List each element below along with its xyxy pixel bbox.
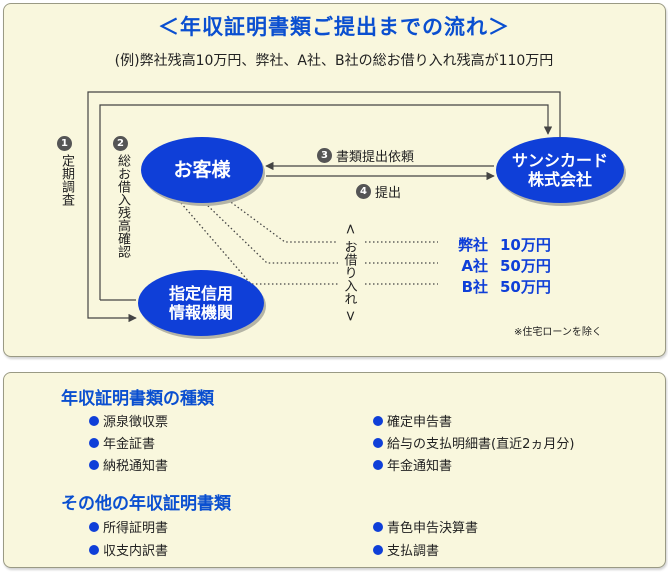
borrowing-company: B社 — [461, 278, 488, 296]
borrowing-text: お借り入れ — [341, 240, 357, 305]
step1-arrow — [87, 91, 561, 323]
borrow-line-b — [180, 202, 338, 285]
customer-node: お客様 — [141, 137, 263, 203]
borrowing-row-b: B社 50万円 — [443, 276, 551, 297]
step1-label: 1 定期調査 — [57, 136, 76, 206]
list-item: 年金通知書 — [373, 455, 452, 474]
bullet-icon — [89, 437, 99, 448]
step4-label: 4 提出 — [356, 182, 401, 201]
agency-label-line1: 指定信用 — [168, 283, 233, 303]
list-item: 年金証書 — [89, 433, 155, 452]
flow-connectors — [87, 91, 561, 323]
section-title-income-docs: 年収証明書類の種類 — [61, 389, 214, 409]
list-item: 源泉徴収票 — [89, 411, 168, 430]
step3-number: 3 — [317, 148, 332, 163]
list-item: 支払調書 — [373, 540, 439, 559]
bullet-icon — [373, 544, 383, 555]
step2-number: 2 — [113, 136, 128, 151]
list-item: 確定申告書 — [373, 411, 452, 430]
borrowing-amount: 50万円 — [500, 278, 551, 296]
borrowing-company: A社 — [461, 257, 488, 275]
borrowing-company: 弊社 — [457, 236, 488, 254]
borrowing-row-a: A社 50万円 — [443, 255, 551, 276]
bullet-icon — [373, 415, 383, 426]
bullet-icon — [373, 521, 383, 532]
step3-label: 3 書類提出依頼 — [317, 146, 414, 165]
step2-label: 2 総お借入残高確認 — [113, 136, 132, 258]
list-item: 所得証明書 — [89, 517, 168, 536]
document-types-panel — [3, 372, 666, 568]
page-title: ＜年収証明書類ご提出までの流れ＞ — [158, 15, 510, 39]
borrowing-amount: 50万円 — [500, 257, 551, 275]
agency-label-line2: 情報機関 — [168, 303, 233, 322]
borrowing-row-own: 弊社 10万円 — [443, 234, 551, 255]
step2-text: 総お借入残高確認 — [115, 154, 130, 258]
list-item: 納税通知書 — [89, 455, 168, 474]
bullet-icon — [89, 544, 99, 555]
bullet-icon — [89, 521, 99, 532]
step2-arrow — [99, 104, 553, 300]
borrow-line-a — [204, 202, 338, 264]
company-label-line2: 株式会社 — [527, 170, 592, 189]
section-title-other-docs: その他の年収証明書類 — [61, 494, 231, 514]
step1-number: 1 — [57, 136, 72, 151]
bullet-icon — [373, 437, 383, 448]
company-node: サンシカード 株式会社 — [496, 137, 624, 203]
step4-number: 4 — [356, 184, 371, 199]
borrow-line-own — [227, 199, 338, 243]
bullet-icon — [373, 459, 383, 470]
borrowing-amount: 10万円 — [500, 236, 551, 254]
example-subtitle: (例)弊社残高10万円、弊社、A社、B社の総お借り入れ残高が110万円 — [114, 53, 554, 69]
step1-text: 定期調査 — [59, 154, 74, 206]
bracket-bottom: > — [341, 310, 358, 322]
credit-agency-node: 指定信用 情報機関 — [138, 270, 264, 336]
bullet-icon — [89, 459, 99, 470]
bullet-icon — [89, 415, 99, 426]
list-item: 給与の支払明細書(直近2ヵ月分) — [373, 433, 574, 452]
list-item: 収支内訳書 — [89, 540, 168, 559]
list-item: 青色申告決算書 — [373, 517, 478, 536]
step3-text: 書類提出依頼 — [336, 150, 415, 165]
customer-label: お客様 — [173, 158, 231, 181]
housing-loan-note: ※住宅ローンを除く — [514, 327, 602, 338]
bracket-top: < — [341, 223, 358, 235]
company-label-line1: サンシカード — [511, 150, 608, 170]
step4-text: 提出 — [375, 186, 402, 201]
borrowing-label: < お借り入れ > — [338, 222, 360, 323]
